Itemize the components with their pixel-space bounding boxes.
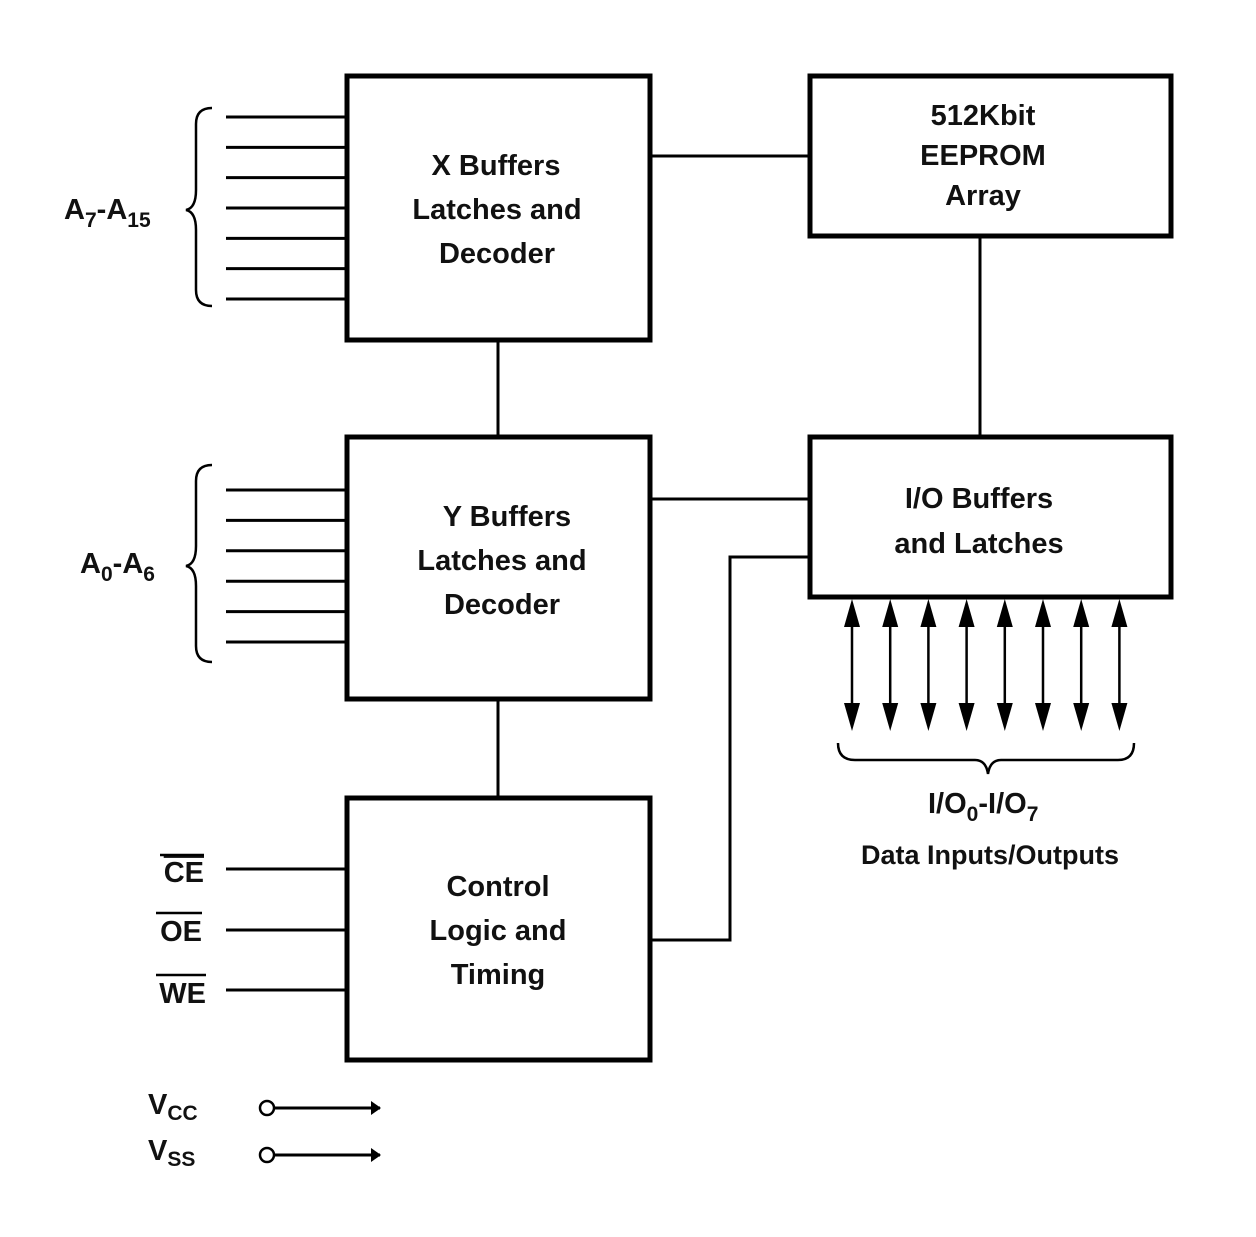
arrow-up-icon bbox=[1073, 599, 1090, 627]
wire-control-to-io bbox=[651, 555, 810, 942]
address-lines-high bbox=[226, 115, 347, 301]
arrow-down-icon bbox=[958, 703, 975, 731]
block-io-buffers: I/O Buffers and Latches bbox=[807, 434, 1174, 600]
svg-text:EEPROM: EEPROM bbox=[920, 140, 1046, 172]
label-io-caption: Data Inputs/Outputs bbox=[861, 840, 1119, 870]
svg-text:Timing: Timing bbox=[451, 959, 546, 991]
svg-text:Decoder: Decoder bbox=[439, 238, 555, 270]
block-x-decoder: X Buffers Latches and Decoder bbox=[344, 73, 653, 343]
arrow-up-icon bbox=[844, 599, 860, 627]
brace-high-address bbox=[185, 106, 213, 308]
block-control-logic: Control Logic and Timing bbox=[344, 795, 653, 1063]
svg-text:X Buffers: X Buffers bbox=[432, 150, 561, 182]
svg-text:I/O Buffers: I/O Buffers bbox=[905, 483, 1053, 515]
arrow-down-icon bbox=[1035, 703, 1051, 731]
arrow-up-icon bbox=[1035, 599, 1051, 627]
label-ce: CE bbox=[164, 857, 204, 889]
label-we: WE bbox=[159, 978, 206, 1010]
svg-text:Decoder: Decoder bbox=[444, 589, 560, 621]
arrow-up-icon bbox=[958, 599, 975, 627]
arrow-up-icon bbox=[996, 599, 1013, 627]
address-lines-low bbox=[226, 488, 347, 644]
label-low-address: A0-A6 bbox=[80, 548, 155, 586]
arrow-up-icon bbox=[920, 599, 937, 627]
arrow-up-icon bbox=[1111, 599, 1128, 627]
arrow-down-icon bbox=[844, 703, 860, 731]
brace-io bbox=[836, 742, 1136, 775]
label-io-bus: I/O0-I/O7 bbox=[928, 788, 1038, 826]
label-oe: OE bbox=[160, 916, 202, 948]
arrow-down-icon bbox=[996, 703, 1013, 731]
svg-text:512Kbit: 512Kbit bbox=[931, 100, 1036, 132]
svg-text:and Latches: and Latches bbox=[894, 528, 1063, 560]
svg-text:Latches and: Latches and bbox=[417, 545, 586, 577]
io-arrows bbox=[844, 599, 1128, 731]
label-vcc: VCC bbox=[148, 1089, 198, 1125]
arrow-down-icon bbox=[882, 703, 899, 731]
svg-text:Y Buffers: Y Buffers bbox=[443, 501, 571, 533]
label-vss: VSS bbox=[148, 1135, 195, 1171]
svg-text:Latches and: Latches and bbox=[412, 194, 581, 226]
svg-text:Array: Array bbox=[945, 180, 1021, 212]
arrow-down-icon bbox=[1111, 703, 1128, 731]
arrow-down-icon bbox=[920, 703, 937, 731]
svg-text:Logic and: Logic and bbox=[430, 915, 567, 947]
arrow-down-icon bbox=[1073, 703, 1090, 731]
brace-low-address bbox=[185, 463, 213, 664]
label-high-address: A7-A15 bbox=[64, 194, 151, 232]
svg-text:Control: Control bbox=[446, 871, 549, 903]
vcc-terminal-icon bbox=[258, 1099, 276, 1117]
block-y-decoder: Y Buffers Latches and Decoder bbox=[344, 434, 653, 702]
block-eeprom-array: 512Kbit EEPROM Array bbox=[807, 73, 1174, 239]
arrow-up-icon bbox=[882, 599, 899, 627]
vss-terminal-icon bbox=[258, 1146, 276, 1164]
